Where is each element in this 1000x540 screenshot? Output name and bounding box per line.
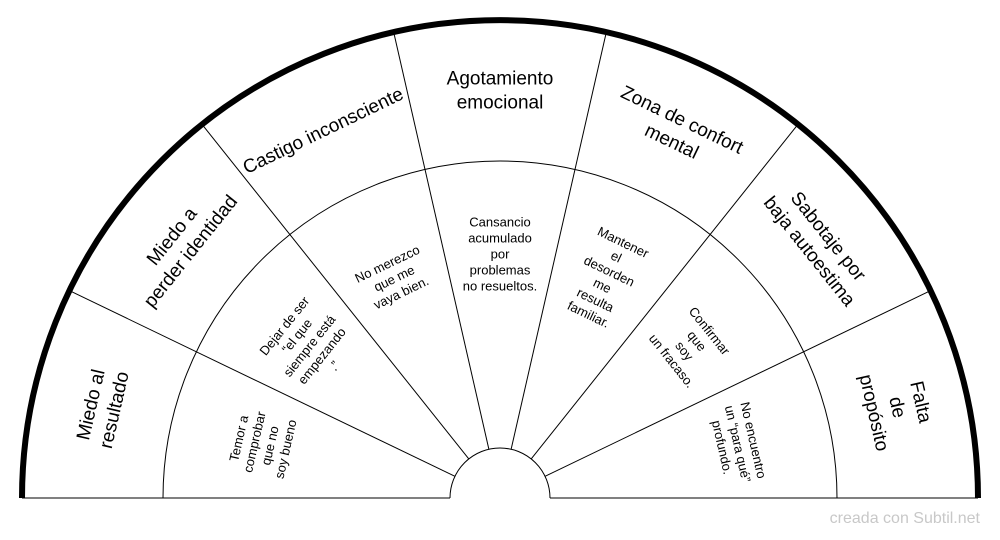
radial-divider-6 xyxy=(544,290,931,477)
segment-inner-label-4-line: acumulado xyxy=(468,231,532,246)
segment-inner-label-4-line: problemas xyxy=(470,263,531,278)
radial-divider-4 xyxy=(510,31,607,450)
segment-outer-label-7-line: propósito xyxy=(855,372,893,453)
segment-outer-label-3: Castigo inconsciente xyxy=(240,84,407,179)
hub xyxy=(449,447,551,499)
middle-ring xyxy=(162,160,838,499)
segment-inner-label-4-line: por xyxy=(491,247,510,262)
radial-divider-3 xyxy=(393,31,490,450)
segment-inner-label-6: Confirmarquesoyun fracaso. xyxy=(646,301,735,391)
segment-outer-label-7-line: Falta xyxy=(905,379,935,425)
segment-outer-label-2: Miedo aperder identidad xyxy=(121,177,242,312)
wheel-lines xyxy=(19,17,981,499)
segment-outer-label-7-line: de xyxy=(884,395,909,420)
segment-outer-label-4-line: Agotamiento xyxy=(447,68,554,89)
segment-inner-label-5-line: me xyxy=(591,275,614,296)
segment-outer-label-4-line: emocional xyxy=(457,92,544,113)
segment-outer-label-5: Zona de confortmental xyxy=(607,82,747,181)
segment-inner-label-3: No merezcoque mevaya bien. xyxy=(352,242,436,315)
radial-divider-2 xyxy=(201,123,470,460)
segment-inner-label-1: Temor acomprobarque nosoy bueno xyxy=(225,406,300,481)
segment-outer-label-1: Miedo alresultado xyxy=(72,364,133,450)
segment-inner-label-5-line: Mantener xyxy=(595,224,652,262)
outer-rim xyxy=(19,17,981,499)
segment-inner-label-4-line: no resueltos. xyxy=(463,279,537,294)
segment-inner-label-4-line: Cansancio xyxy=(469,215,530,230)
watermark: creada con Subtil.net xyxy=(829,510,980,527)
segment-outer-label-6: Sabotaje porbaja autoestima xyxy=(759,178,878,311)
segment-outer-label-4: Agotamiento emocional xyxy=(447,68,554,113)
radial-divider-5 xyxy=(530,123,799,460)
segment-inner-label-2-line: .” xyxy=(326,358,343,374)
segment-outer-label-3-line: Castigo inconsciente xyxy=(240,84,407,179)
segment-outer-label-7: Faltadepropósito xyxy=(855,362,940,454)
segment-inner-label-2: Dejar de ser“el quesiempre estáempezando… xyxy=(255,292,364,400)
segment-inner-label-5: Mantenereldesordenmeresultafamiliar. xyxy=(560,224,651,334)
segment-inner-label-7: No encuentroun “para qué”profundo. xyxy=(706,400,769,487)
radial-divider-1 xyxy=(69,290,456,477)
